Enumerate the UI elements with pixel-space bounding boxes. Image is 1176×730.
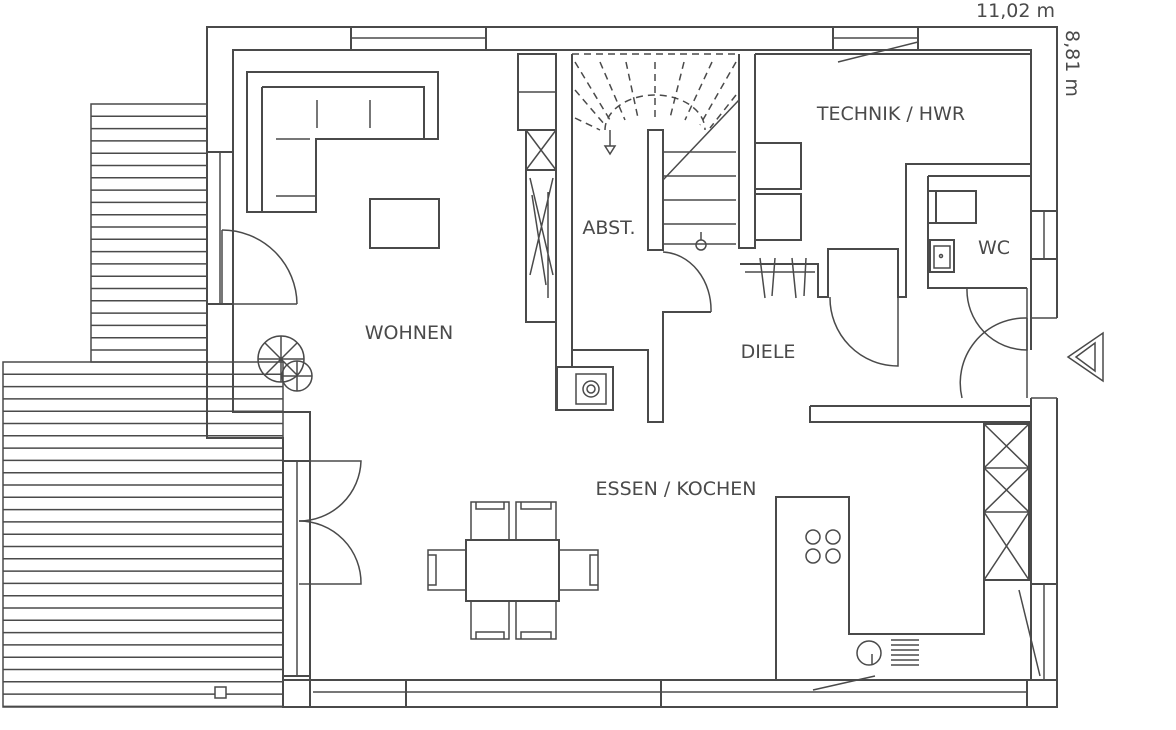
window-top-technik [832, 26, 919, 63]
hob [805, 529, 841, 564]
window-bottom-kitchen [660, 675, 1028, 708]
dining-chairs [427, 501, 599, 640]
dining-table [465, 539, 560, 602]
terrace-door-dining [282, 460, 362, 677]
tall-cabinets [983, 423, 1030, 581]
window-right-wc [1030, 210, 1058, 260]
interior-walls [517, 53, 1032, 423]
staircase [572, 53, 740, 251]
exterior-walls [206, 26, 1058, 708]
room-label-essen-kochen: ESSEN / KOCHEN [596, 478, 757, 500]
door-technik [829, 296, 899, 367]
room-label-wc: WC [978, 237, 1010, 259]
stove-icon [556, 366, 614, 411]
room-label-abst: ABST. [582, 217, 635, 239]
room-label-technik: TECHNIK / HWR [816, 103, 965, 125]
window-right-kitchen [1018, 583, 1058, 681]
wall-corner [282, 679, 311, 708]
entrance-arrow-icon [1066, 331, 1104, 383]
door-wc [966, 287, 1028, 351]
plant-icon [257, 335, 313, 392]
entrance-door [959, 317, 1059, 399]
sofa [246, 71, 439, 213]
window-bottom-dining [405, 679, 662, 708]
dimension-depth: 8,81 m [1061, 30, 1083, 97]
dimension-width: 11,02 m [976, 0, 1055, 22]
coffee-table [369, 198, 440, 249]
wardrobe [745, 257, 815, 299]
terrace-lower [2, 361, 284, 708]
room-label-diele: DIELE [741, 341, 796, 363]
sink-icon [856, 639, 919, 666]
terrace-door-living [221, 229, 298, 305]
kitchen-counter [775, 422, 985, 680]
terrace-marker [214, 686, 227, 699]
terrace-upper [90, 103, 208, 363]
window-left-living [206, 151, 234, 305]
room-label-wohnen: WOHNEN [365, 322, 453, 344]
technik-units [754, 142, 802, 241]
wc-fixtures [927, 190, 977, 273]
door-abst [662, 251, 712, 313]
window-top-living [350, 26, 487, 51]
